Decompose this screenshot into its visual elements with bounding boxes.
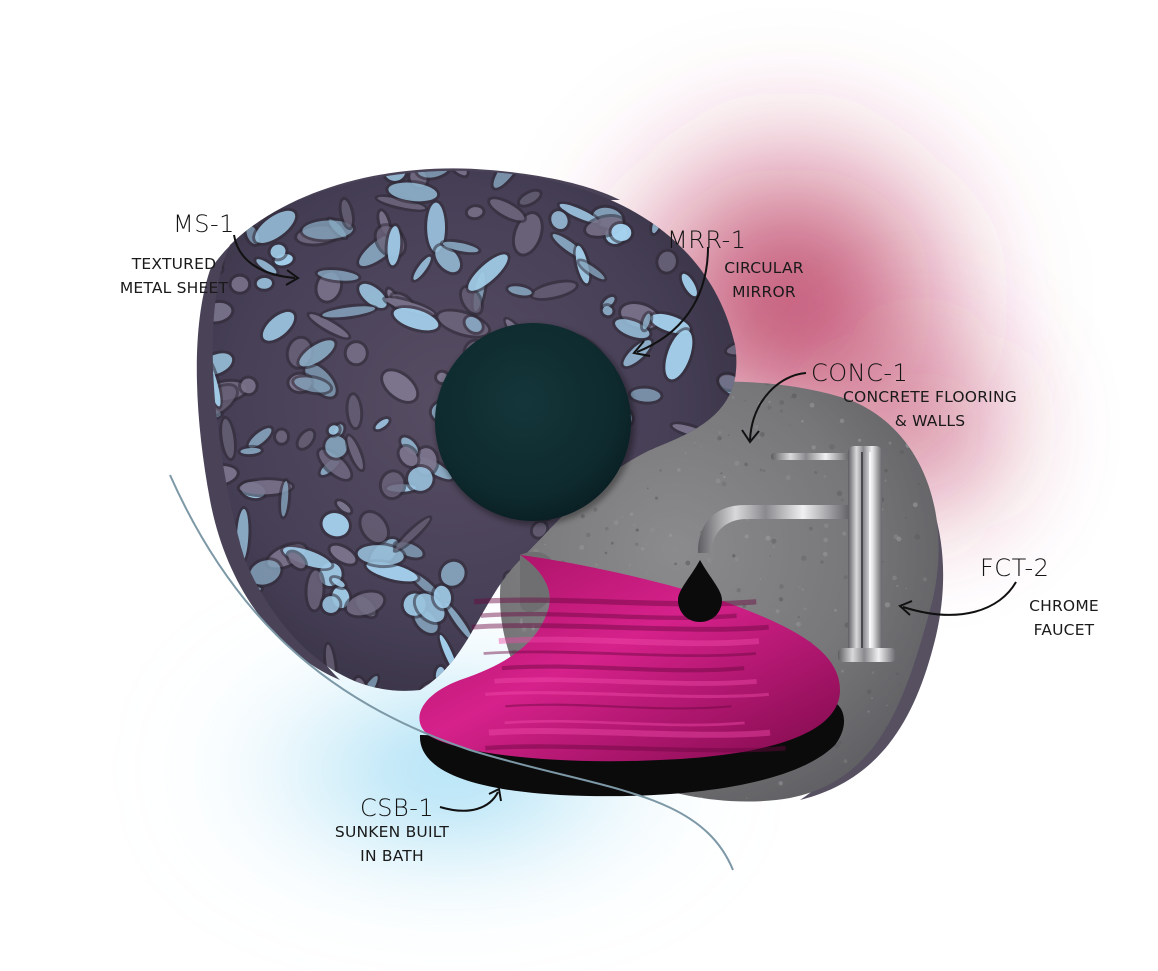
conc1-line-1: CONCRETE FLOORING	[843, 388, 1017, 406]
fct2-line-1: CHROME	[1029, 597, 1099, 615]
water-drop-icon	[678, 560, 722, 622]
mrr1-line-1: CIRCULAR	[724, 259, 804, 277]
conc1-leader-arrow	[741, 372, 807, 444]
mrr1-leader-arrow	[632, 246, 709, 357]
csb1-leader-arrow	[439, 787, 502, 812]
csb1-code: CSB-1	[360, 794, 435, 822]
mrr1-line-2: MIRROR	[732, 283, 796, 301]
circular-mirror-swatch	[435, 323, 635, 525]
conc1-code: CONC-1	[811, 359, 909, 387]
sunken-bath-swatch	[419, 555, 845, 797]
csb1-line-1: SUNKEN BUILT	[334, 823, 450, 841]
ms1-line-2: METAL SHEET	[119, 279, 229, 297]
sweep-line	[169, 474, 734, 871]
ms1-leader-arrow	[233, 234, 300, 286]
mrr1-description: CIRCULAR MIRROR	[712, 256, 816, 304]
fct2-code: FCT-2	[980, 554, 1050, 582]
fct2-description: CHROME FAUCET	[1016, 594, 1112, 642]
conc1-description: CONCRETE FLOORING & WALLS	[830, 385, 1030, 433]
fct2-leader-arrow	[898, 581, 1017, 616]
ms1-code: MS-1	[173, 210, 235, 238]
mrr1-code: MRR-1	[667, 226, 747, 254]
csb1-line-2: IN BATH	[360, 847, 424, 865]
conc1-line-2: & WALLS	[894, 412, 966, 430]
fct2-line-2: FAUCET	[1033, 621, 1095, 639]
chrome-faucet-swatch	[698, 446, 896, 662]
ms1-line-1: TEXTURED	[131, 255, 217, 273]
ms1-description: TEXTURED METAL SHEET	[116, 252, 232, 300]
csb1-description: SUNKEN BUILT IN BATH	[330, 820, 454, 868]
